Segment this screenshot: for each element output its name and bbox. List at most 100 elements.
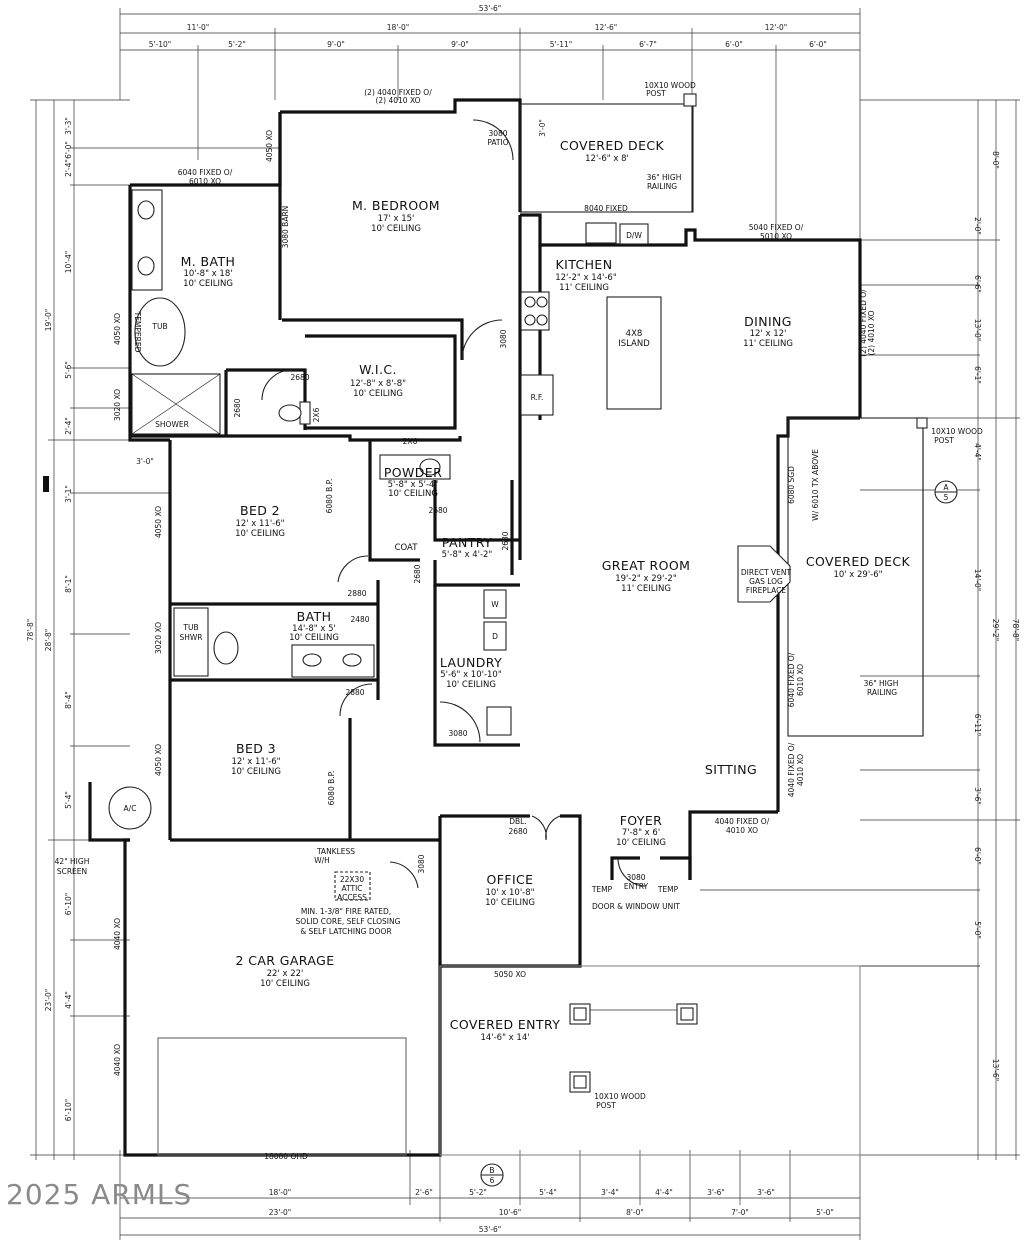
win-3020-bath-note: 3020 XO — [154, 622, 163, 654]
dim-left-r2-4: 2'-4" — [64, 417, 73, 435]
tempered-label: TEMPERED — [133, 311, 142, 353]
railing-top-note-2: RAILING — [647, 182, 677, 191]
window-5040-note-2: 5010 XO — [760, 232, 792, 241]
barn-mb-note: 3080 BARN — [281, 206, 290, 249]
win-6040-great-note-1: 6040 FIXED O/ — [787, 652, 796, 707]
dim-top-r1-2: 12'-6" — [595, 23, 618, 32]
dim-right-r1-2: 13'-6" — [991, 1059, 1000, 1082]
win-4050-tub-note: 4050 XO — [113, 313, 122, 345]
island-label: ISLAND — [618, 339, 650, 349]
dining-name: DINING — [744, 314, 792, 329]
plan-notes: (2) 4040 FIXED O/ (2) 4010 XO 3080 PATIO… — [55, 81, 983, 1161]
dining-size: 12' x 12' — [750, 329, 787, 339]
tub-label: TUB — [151, 322, 167, 331]
bed2-size: 12' x 11'-6" — [235, 519, 284, 529]
win-4050-bed3-note: 4050 XO — [154, 744, 163, 776]
window-5040-note-1: 5040 FIXED O/ — [749, 223, 804, 232]
bed3-size: 12' x 11'-6" — [231, 757, 280, 767]
win-4040-foyer-note-2: 4010 XO — [726, 826, 758, 835]
win-4040-foyer-note-1: 4040 FIXED O/ — [715, 817, 770, 826]
dim-right-r2-9: 5'-0" — [973, 921, 982, 939]
door-2480-bath-note: 2480 — [350, 615, 369, 624]
screen-note-2: SCREEN — [57, 867, 87, 876]
dim-top-overall: 53'-6" — [479, 4, 502, 13]
post-east-note-1: 10X10 WOOD — [931, 427, 983, 436]
patio-note-1: 3080 — [488, 129, 507, 138]
dim-top-r2-1: 5'-2" — [228, 40, 246, 49]
dim-right-r1-1: 29'-2" — [991, 619, 1000, 642]
dim-right-r2-6: 6'-11" — [973, 714, 982, 737]
post-east-note-2: POST — [934, 436, 954, 445]
bath-name: BATH — [297, 609, 332, 624]
fire-door-note-1: MIN. 1-3/8" FIRE RATED, — [301, 907, 391, 916]
dim-bot-r1-7: 3'-6" — [757, 1188, 775, 1197]
fireplace-note-1: DIRECT VENT — [741, 568, 792, 577]
master-bath-size: 10'-8" x 18' — [183, 269, 232, 279]
dim-right-r1-0: 8'-0" — [991, 151, 1000, 169]
dim-bot-r2-4: 5'-0" — [816, 1208, 834, 1217]
dim-left-small-0: 3'-3" — [64, 117, 73, 135]
room-labels: M. BEDROOM 17' x 15' 10' CEILING M. BATH… — [181, 138, 911, 1043]
dim-left-r2-8: 5'-4" — [64, 791, 73, 809]
covered-entry-size: 14'-6" x 14' — [480, 1033, 529, 1043]
dim-right-r2-1: 6'-6" — [973, 275, 982, 293]
dim-left-r2-6: 8'-1" — [64, 575, 73, 593]
dim-bot-r2-1: 10'-6" — [499, 1208, 522, 1217]
garage-ceiling: 10' CEILING — [260, 979, 310, 989]
dbl-door-note-1: DBL. — [509, 817, 526, 826]
fixtures — [108, 93, 928, 1093]
section-b-number: 6 — [490, 1176, 495, 1185]
great-room-size: 19'-2" x 29'-2" — [615, 574, 677, 584]
foyer-ceiling: 10' CEILING — [616, 838, 666, 848]
pantry-size: 5'-8" x 4'-2" — [442, 550, 493, 560]
door-2680-wic-note: 2680 — [290, 373, 309, 382]
dim-right-r2-8: 6'-0" — [973, 847, 982, 865]
dbl-door-note-2: 2680 — [508, 827, 527, 836]
win-4040-sit-note-1: 4040 FIXED O/ — [787, 742, 796, 797]
master-bath-ceiling: 10' CEILING — [183, 279, 233, 289]
window-6040-note-2: 6010 XO — [189, 177, 221, 186]
dim-top-r2-4: 5'-11" — [550, 40, 573, 49]
dim-top-r1-1: 18'-0" — [387, 23, 410, 32]
dim-bot-r1-1: 2'-6" — [415, 1188, 433, 1197]
bp-6080-bed2-note: 6080 B.P. — [325, 479, 334, 514]
win-4040-sit-note-2: 4010 XO — [796, 754, 805, 786]
deck-east-name: COVERED DECK — [806, 554, 911, 569]
copyright-watermark: 2025 ARMLS — [6, 1178, 193, 1211]
kitchen-name: KITCHEN — [556, 257, 613, 272]
tankless-label-1: TANKLESS — [316, 847, 355, 856]
island-size: 4X8 — [626, 329, 643, 339]
door-window-unit-note: DOOR & WINDOW UNIT — [592, 902, 680, 911]
laundry-size: 5'-6" x 10'-10" — [440, 670, 502, 680]
win-5050-office-note: 5050 XO — [494, 970, 526, 979]
dim-bot-r1-3: 5'-4" — [539, 1188, 557, 1197]
fire-door-note-2: SOLID CORE, SELF CLOSING — [296, 917, 401, 926]
tub-shwr-label-1: TUB — [182, 623, 198, 632]
bed2-name: BED 2 — [240, 503, 280, 518]
office-ceiling: 10' CEILING — [485, 898, 535, 908]
dim-bot-r2-3: 7'-0" — [731, 1208, 749, 1217]
wic-name: W.I.C. — [359, 362, 397, 377]
section-b-letter: B — [489, 1166, 494, 1175]
dim-left-r2-9: 6'-10" — [64, 893, 73, 916]
dim-right-r2-3: 6'-1" — [973, 366, 982, 384]
fixed-8040-note: 8040 FIXED — [584, 204, 628, 213]
door-2680-coat-note: 2680 — [413, 564, 422, 583]
dining-window-note-1: (2) 4040 FIXED O/ — [859, 289, 868, 357]
section-a-letter: A — [943, 483, 949, 492]
dim-right-r2-0: 2'-0" — [973, 217, 982, 235]
entry-door-note-2: ENTRY — [624, 882, 649, 891]
door-2680-mb-note: 2680 — [233, 398, 242, 417]
pantry-name: PANTRY — [442, 535, 492, 550]
ac-label: A/C — [124, 804, 137, 813]
section-a-number: 5 — [944, 493, 949, 502]
dim-top-r1-3: 12'-0" — [765, 23, 788, 32]
master-bath-name: M. BATH — [181, 254, 236, 269]
fireplace-note-3: FIREPLACE — [746, 586, 787, 595]
dim-left-r2-10: 4'-4" — [64, 991, 73, 1009]
bath-ceiling: 10' CEILING — [289, 633, 339, 643]
office-name: OFFICE — [487, 872, 534, 887]
railing-east-note-1: 36" HIGH — [864, 679, 899, 688]
deck-east-size: 10' x 29'-6" — [833, 570, 882, 580]
dryer-label: D — [492, 632, 498, 641]
